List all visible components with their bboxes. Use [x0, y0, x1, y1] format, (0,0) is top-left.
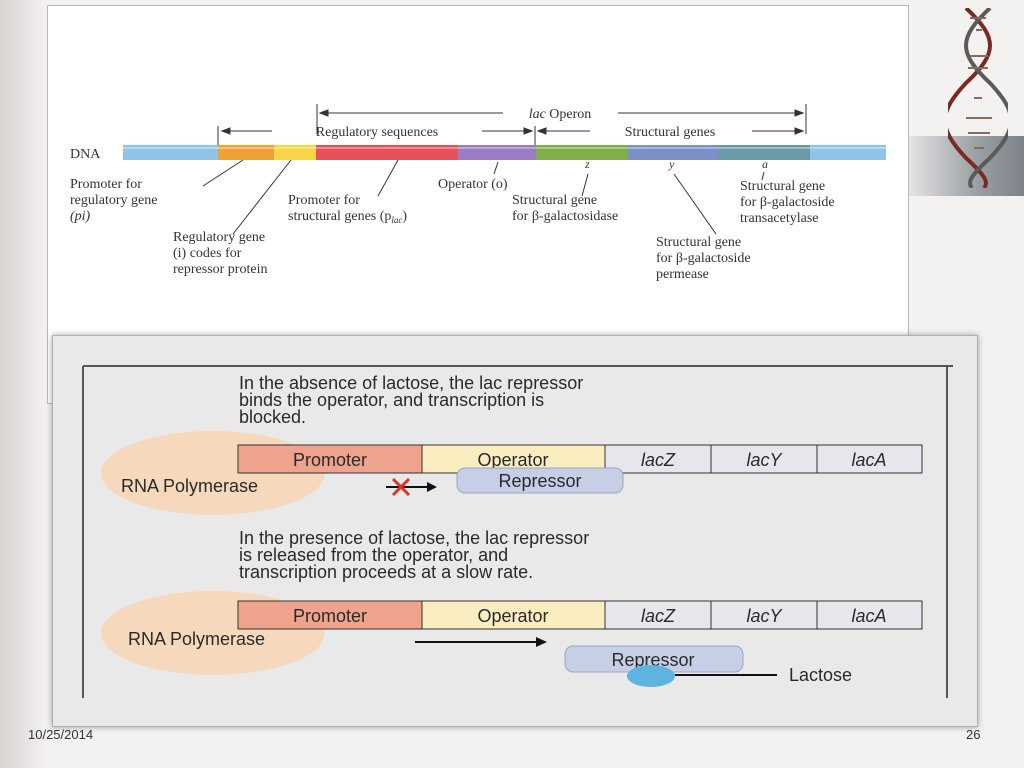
- lacz-box: [604, 444, 712, 474]
- repressor-free-label: Repressor: [611, 650, 694, 670]
- lactose-label: Lactose: [789, 665, 852, 685]
- background-texture: [0, 0, 48, 768]
- dna-strand: [123, 145, 886, 160]
- regulatory-sequences-label: Regulatory sequences: [316, 125, 438, 140]
- promoter-label: Promoter: [293, 450, 367, 470]
- operator-label: Operator: [477, 606, 548, 626]
- slide-number: 26: [966, 727, 981, 742]
- regulatory-gene-label: Regulatory gene (i) codes for repressor …: [173, 230, 269, 277]
- lac-repressor-figure: In the absence of lactose, the lac repre…: [52, 335, 978, 727]
- blocked-x-icon: [391, 477, 411, 497]
- laca-label: lacA: [851, 450, 886, 470]
- rna-polymerase-label-absent: RNA Polymerase: [121, 476, 258, 496]
- callout-lines: [202, 159, 765, 235]
- structural-genes-bracket: [536, 127, 805, 135]
- promoter-box: [237, 444, 423, 474]
- lacy-label: lacY: [746, 450, 783, 470]
- transcription-arrow: [415, 637, 547, 647]
- structural-a-label: Structural gene for β-galactoside transa…: [740, 179, 838, 226]
- repressor-bound-shape: [456, 467, 624, 494]
- laca-box: [816, 444, 923, 474]
- lactose-molecule-icon: [627, 665, 675, 687]
- promoter-box: [237, 600, 423, 630]
- gene-letter-y: y: [668, 157, 675, 171]
- repressor-bound-label: Repressor: [498, 471, 581, 491]
- gene-letter-z: z: [584, 157, 590, 171]
- presence-caption: In the presence of lactose, the lac repr…: [239, 528, 594, 582]
- lacy-box: [710, 444, 818, 474]
- rna-polymerase-label-present: RNA Polymerase: [128, 629, 265, 649]
- operator-label: Operator: [477, 450, 548, 470]
- lacz-box: [604, 600, 712, 630]
- lac-operon-bracket: [316, 104, 807, 134]
- structural-y-label: Structural gene for β-galactoside permea…: [656, 235, 754, 282]
- lacy-box: [710, 600, 818, 630]
- operator-label: Operator (o): [438, 177, 508, 192]
- laca-label: lacA: [851, 606, 886, 626]
- structural-genes-label: Structural genes: [625, 125, 716, 140]
- promoter-regulatory-label: Promoter for regulatory gene (pi): [70, 177, 161, 224]
- structural-z-label: Structural gene for β-galactosidase: [512, 193, 618, 224]
- lacy-label: lacY: [746, 606, 783, 626]
- background-band: [905, 136, 1024, 196]
- gene-letter-a: a: [762, 157, 768, 171]
- dna-label: DNA: [70, 147, 101, 162]
- promoter-label: Promoter: [293, 606, 367, 626]
- promoter-structural-label: Promoter for structural genes (plac): [288, 193, 407, 225]
- blocked-arrow: [386, 482, 437, 492]
- laca-box: [816, 600, 923, 630]
- slide-date: 10/25/2014: [28, 727, 94, 742]
- dna-helix-icon: [948, 8, 1008, 188]
- lacz-label: lacZ: [641, 606, 676, 626]
- lacz-label: lacZ: [641, 450, 676, 470]
- lac-operon-label: lac Operon: [529, 107, 592, 122]
- frame-lines: [82, 365, 953, 698]
- regulatory-sequences-bracket: [217, 126, 536, 146]
- absence-caption: In the absence of lactose, the lac repre…: [239, 373, 588, 427]
- gene-row-present: [237, 600, 923, 630]
